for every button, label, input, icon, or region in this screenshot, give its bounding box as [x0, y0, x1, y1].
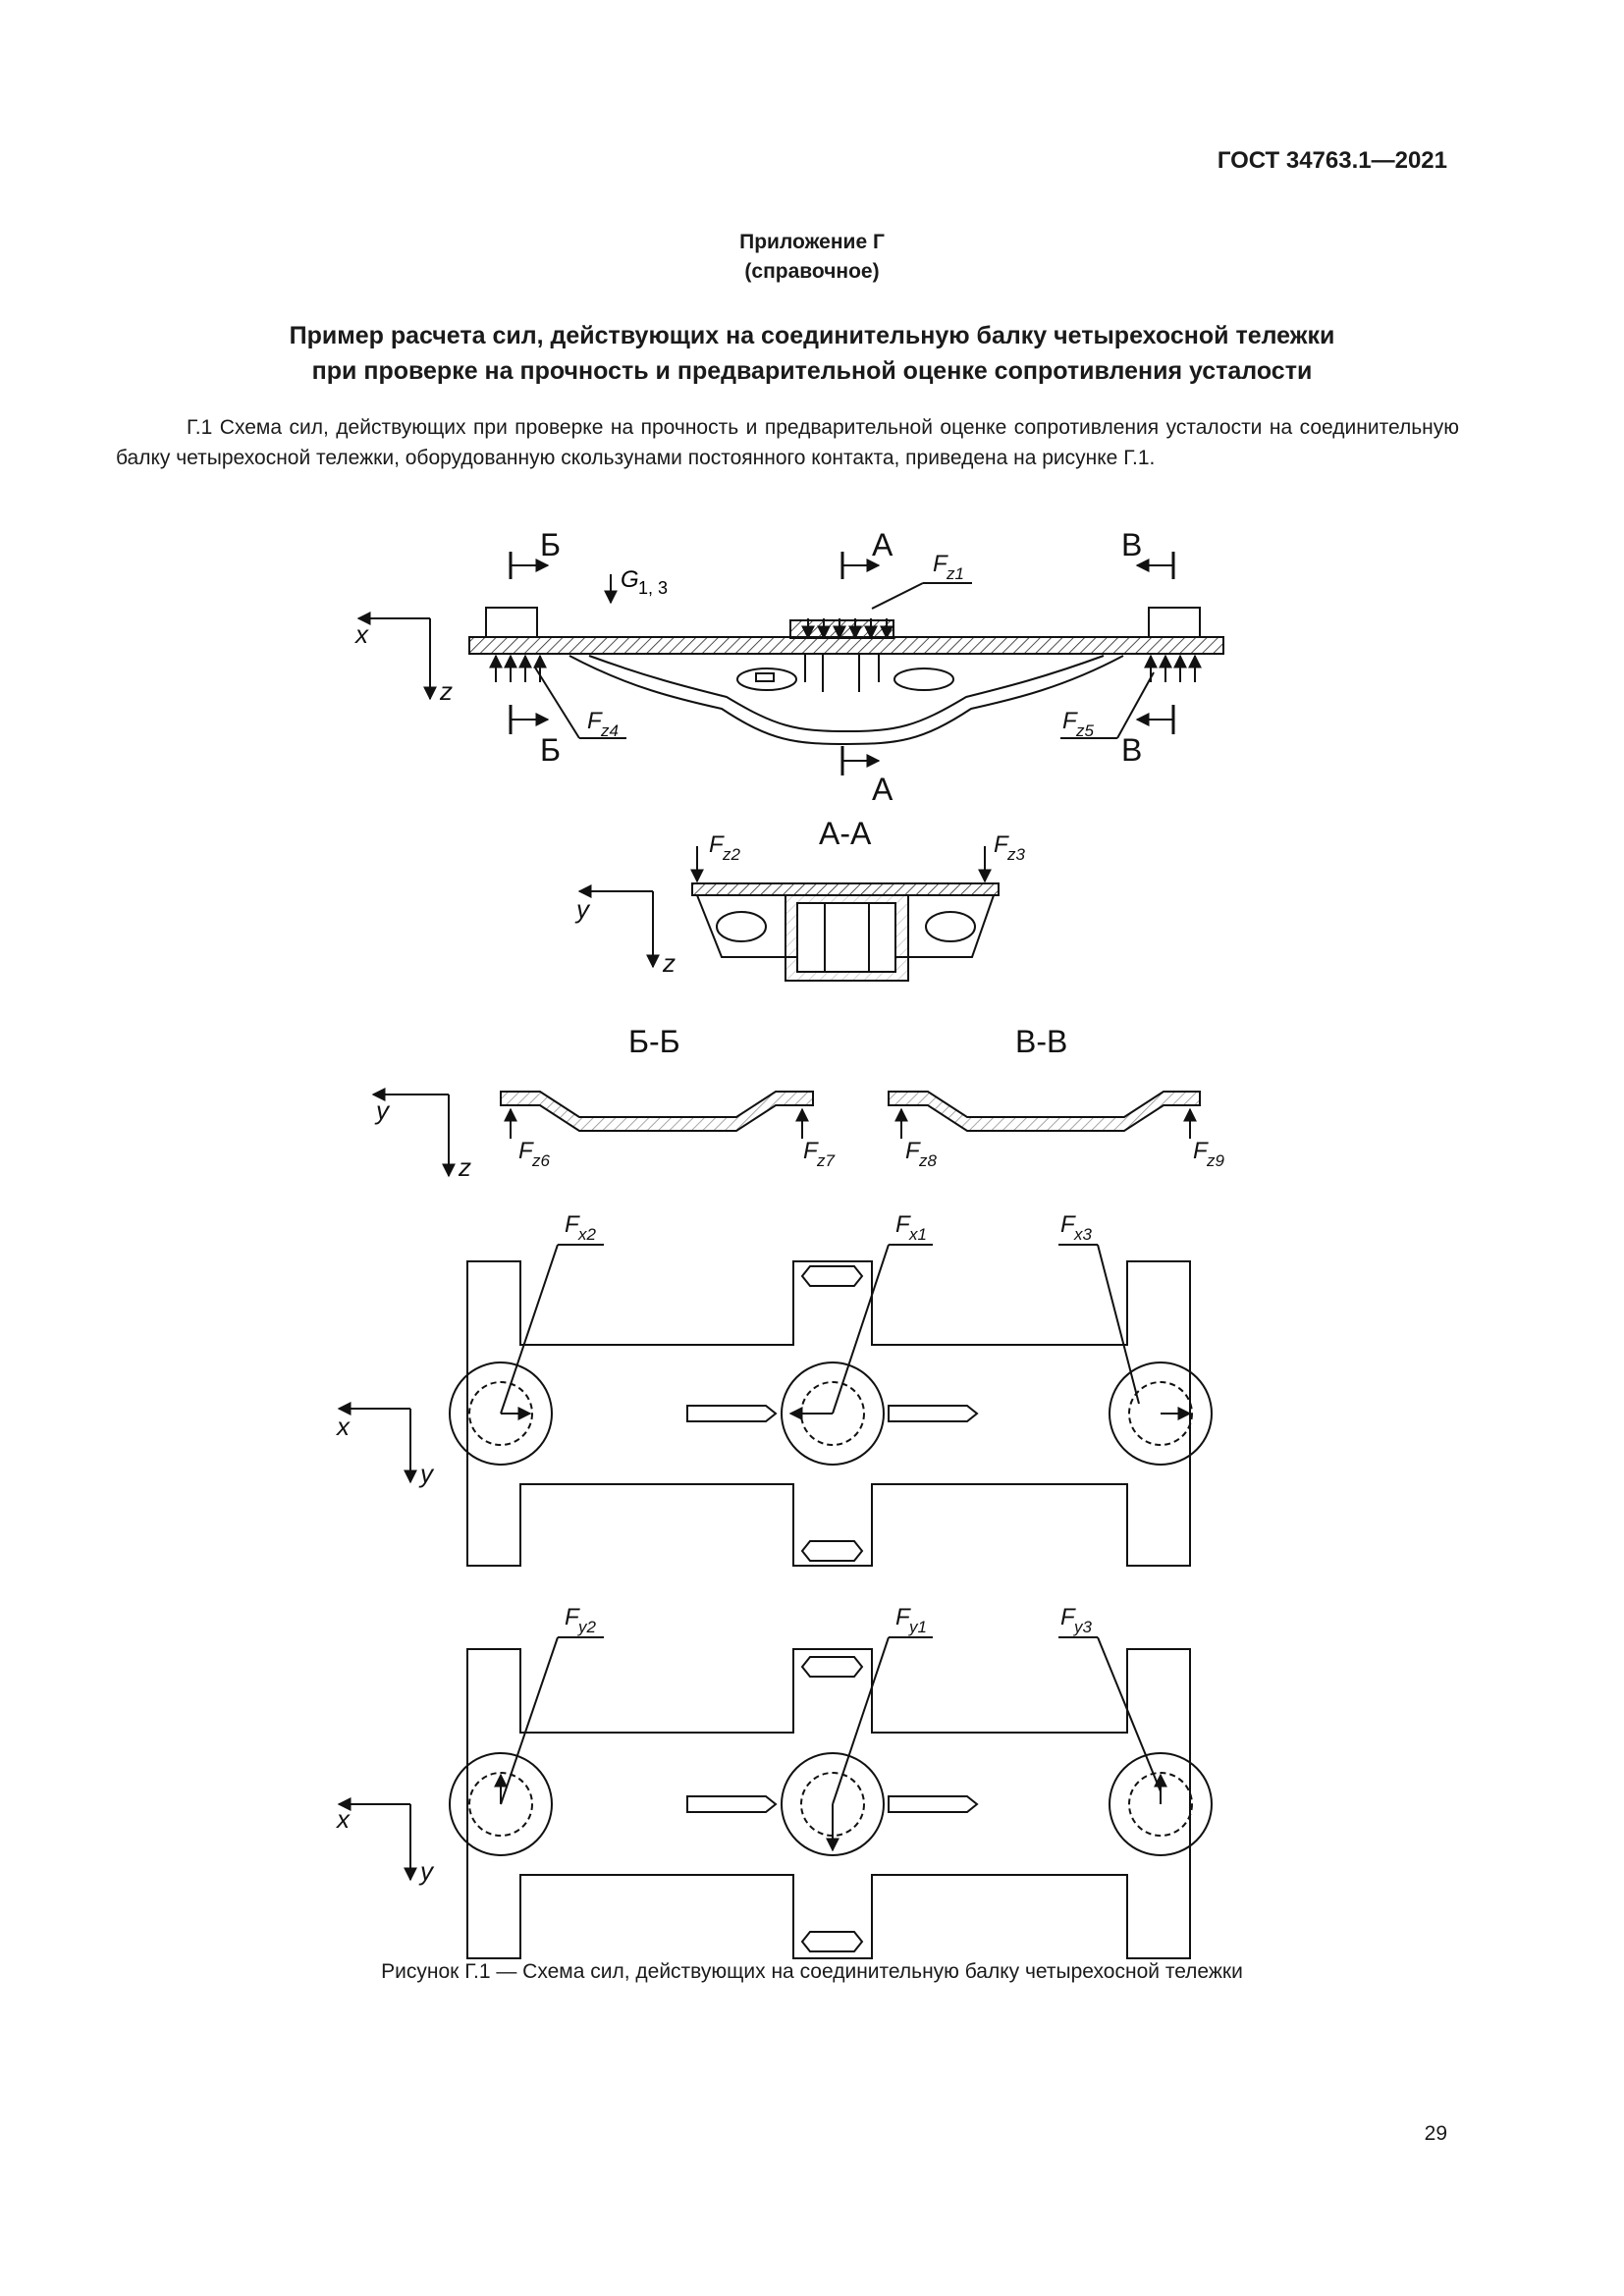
- svg-text:z8: z8: [918, 1151, 938, 1170]
- svg-text:Б-Б: Б-Б: [628, 1024, 680, 1059]
- section-titles: А-А Б-Б В-В: [628, 816, 1067, 1059]
- svg-text:F: F: [895, 1604, 911, 1630]
- axes-top-view: [356, 612, 437, 701]
- svg-text:А: А: [872, 772, 893, 807]
- fz5-force-arrows: [1060, 654, 1202, 739]
- svg-text:y: y: [418, 1856, 435, 1886]
- section-bb-drawing: [500, 1091, 814, 1132]
- svg-text:z9: z9: [1206, 1151, 1225, 1170]
- svg-text:z2: z2: [722, 845, 741, 864]
- svg-text:F: F: [518, 1138, 534, 1164]
- annex-subject: Пример расчета сил, действующих на соеди…: [0, 318, 1624, 389]
- svg-text:F: F: [1060, 1211, 1076, 1238]
- svg-text:z: z: [458, 1152, 471, 1182]
- svg-text:F: F: [1060, 1604, 1076, 1630]
- svg-text:F: F: [565, 1604, 580, 1630]
- top-view-drawing: [468, 607, 1224, 746]
- svg-text:F: F: [994, 831, 1009, 858]
- svg-text:В-В: В-В: [1015, 1024, 1067, 1059]
- svg-text:z3: z3: [1006, 845, 1026, 864]
- section-aa-forces: [577, 846, 992, 969]
- fz4-force-arrows: [489, 654, 626, 739]
- plan-view-fy-arrows: [337, 1636, 1167, 1882]
- load-label-subscript: 1, 3: [638, 578, 668, 598]
- svg-text:y3: y3: [1073, 1618, 1093, 1636]
- svg-text:y: y: [418, 1459, 435, 1488]
- plan-view-fx: [449, 1260, 1213, 1567]
- section-letters: Б Б А А В В: [540, 527, 1142, 807]
- svg-text:z6: z6: [531, 1151, 551, 1170]
- svg-text:x1: x1: [908, 1225, 927, 1244]
- section-vv-drawing: [888, 1091, 1201, 1132]
- svg-text:y: y: [374, 1095, 391, 1125]
- svg-text:F: F: [565, 1211, 580, 1238]
- section-bb-vv-forces: [371, 1088, 1197, 1178]
- title-line-1: Пример расчета сил, действующих на соеди…: [289, 322, 1335, 349]
- svg-text:x3: x3: [1073, 1225, 1093, 1244]
- svg-text:Б: Б: [540, 527, 561, 562]
- svg-text:F: F: [1062, 708, 1078, 734]
- svg-text:Б: Б: [540, 732, 561, 768]
- load-label: G: [621, 566, 639, 593]
- svg-text:z: z: [662, 948, 676, 978]
- plan-view-fy: [449, 1648, 1213, 1959]
- svg-text:y: y: [574, 894, 591, 924]
- svg-text:F: F: [1193, 1138, 1209, 1164]
- svg-text:F: F: [905, 1138, 921, 1164]
- body-paragraph: Г.1 Схема сил, действующих при проверке …: [116, 412, 1459, 473]
- axis-labels: x z y z y z x y x y: [335, 619, 676, 1886]
- figure-caption: Рисунок Г.1 — Схема сил, действующих на …: [381, 1960, 1243, 1983]
- svg-text:x2: x2: [577, 1225, 597, 1244]
- svg-text:z1: z1: [946, 564, 964, 583]
- svg-text:z7: z7: [816, 1151, 836, 1170]
- svg-text:F: F: [587, 708, 603, 734]
- svg-text:z: z: [439, 676, 453, 706]
- svg-text:А-А: А-А: [819, 816, 872, 851]
- svg-text:x: x: [353, 619, 369, 649]
- annex-type: (справочное): [744, 260, 880, 283]
- svg-text:z4: z4: [600, 721, 619, 740]
- standard-number: ГОСТ 34763.1—2021: [1217, 147, 1447, 174]
- plan-view-fx-arrows: [337, 1244, 1192, 1484]
- section-markers: [509, 552, 1175, 775]
- force-labels: F z1 F z4 F z5 F z2 F z3 F z6 F z7 F z8 …: [518, 551, 1225, 1636]
- paragraph-text: Г.1 Схема сил, действующих при проверке …: [116, 416, 1459, 469]
- svg-text:А: А: [872, 527, 893, 562]
- title-line-2: при проверке на прочность и предваритель…: [311, 357, 1313, 385]
- svg-text:F: F: [933, 551, 948, 577]
- svg-text:z5: z5: [1075, 721, 1095, 740]
- svg-text:x: x: [335, 1412, 351, 1441]
- svg-text:y2: y2: [577, 1618, 597, 1636]
- annex-heading: Приложение Г (справочное): [0, 228, 1624, 287]
- svg-text:В: В: [1121, 527, 1142, 562]
- svg-text:F: F: [803, 1138, 819, 1164]
- svg-text:F: F: [895, 1211, 911, 1238]
- svg-text:x: x: [335, 1804, 351, 1834]
- svg-text:F: F: [709, 831, 725, 858]
- section-aa-drawing: [691, 882, 1000, 982]
- svg-text:В: В: [1121, 732, 1142, 768]
- fz1-force-arrows: [801, 582, 972, 640]
- annex-title: Приложение Г: [739, 231, 885, 253]
- page-number: 29: [1424, 2122, 1447, 2145]
- svg-text:y1: y1: [908, 1618, 927, 1636]
